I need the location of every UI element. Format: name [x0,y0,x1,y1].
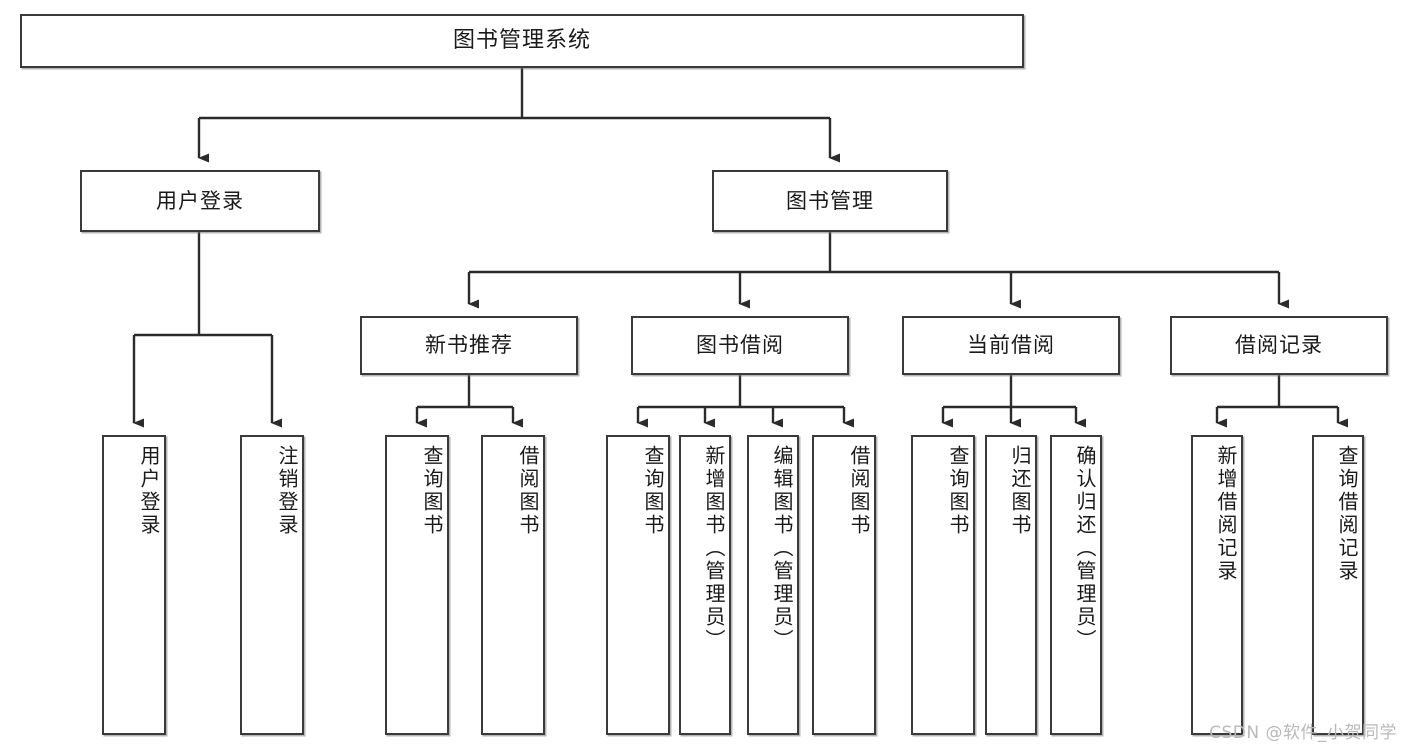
leaf-user-login[interactable]: 用户登录 [102,435,166,735]
node-label: 新增图书（管理员） [702,445,726,652]
node-current-borrowing[interactable]: 当前借阅 [902,316,1120,375]
node-label: 编辑图书（管理员） [770,445,794,652]
node-book-borrowing[interactable]: 图书借阅 [631,316,849,375]
node-label: 新书推荐 [425,333,513,358]
leaf-add-book-admin[interactable]: 新增图书（管理员） [679,435,731,735]
leaf-query-books-recommend[interactable]: 查询图书 [385,435,449,735]
leaf-confirm-return-admin[interactable]: 确认归还（管理员） [1050,435,1102,735]
node-label: 查询图书 [946,445,970,537]
leaf-edit-book-admin[interactable]: 编辑图书（管理员） [747,435,799,735]
leaf-return-books[interactable]: 归还图书 [985,435,1037,735]
node-book-management[interactable]: 图书管理 [712,170,948,232]
leaf-logout[interactable]: 注销登录 [240,435,304,735]
node-label: 图书管理 [786,188,874,213]
node-label: 归还图书 [1008,445,1032,537]
leaf-query-borrow-record[interactable]: 查询借阅记录 [1312,435,1364,735]
node-label: 用户登录 [156,188,244,213]
node-new-book-recommendation[interactable]: 新书推荐 [360,316,578,375]
node-label: 查询图书 [420,445,444,537]
node-user-login[interactable]: 用户登录 [80,170,320,232]
csdn-watermark: CSDN @软件_小贺同学 [1209,723,1397,743]
node-label: 查询借阅记录 [1335,445,1359,583]
leaf-borrow-books-borrowing[interactable]: 借阅图书 [812,435,876,735]
node-label: 借阅图书 [516,445,540,537]
node-label: 确认归还（管理员） [1073,445,1097,652]
node-label: 借阅记录 [1235,333,1323,358]
node-root-system[interactable]: 图书管理系统 [20,14,1024,68]
node-borrowing-records[interactable]: 借阅记录 [1170,316,1388,375]
node-label: 注销登录 [275,445,299,537]
leaf-borrow-books-recommend[interactable]: 借阅图书 [481,435,545,735]
node-label: 借阅图书 [847,445,871,537]
leaf-add-borrow-record[interactable]: 新增借阅记录 [1191,435,1243,735]
node-label: 新增借阅记录 [1214,445,1238,583]
node-label: 图书借阅 [696,333,784,358]
node-label: 图书管理系统 [452,28,591,54]
node-label: 查询图书 [641,445,665,537]
leaf-query-books-borrowing[interactable]: 查询图书 [606,435,670,735]
node-label: 用户登录 [137,445,161,537]
node-label: 当前借阅 [967,333,1055,358]
leaf-query-books-current[interactable]: 查询图书 [911,435,975,735]
